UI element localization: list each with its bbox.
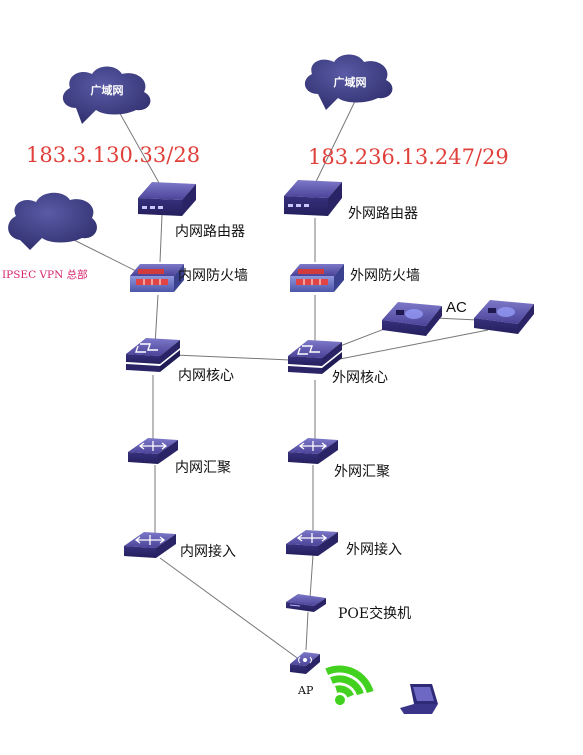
outer-aggregation-switch-icon[interactable] xyxy=(288,438,338,464)
connection-lines xyxy=(69,94,489,661)
inner-access-label: 内网接入 xyxy=(180,543,236,560)
outer-core-switch-icon[interactable] xyxy=(288,340,342,374)
wan-cloud-outer: 广域网 xyxy=(304,54,393,110)
wan-cloud-inner-label: 广域网 xyxy=(91,83,124,97)
wan-cloud-outer-label: 广域网 xyxy=(334,75,367,89)
outer-router-label: 外网路由器 xyxy=(348,206,418,222)
inner-router-icon[interactable] xyxy=(138,182,196,216)
outer-wan-ip: 183.236.13.247/29 xyxy=(308,145,509,169)
ac-controller-1-icon[interactable] xyxy=(382,302,442,336)
inner-router-label: 内网路由器 xyxy=(175,224,245,240)
inner-firewall-label: 内网防火墙 xyxy=(178,268,248,284)
inner-aggregation-switch-icon[interactable] xyxy=(128,438,178,464)
outer-aggregation-label: 外网汇聚 xyxy=(334,464,390,480)
inner-core-switch-icon[interactable] xyxy=(126,338,180,372)
outer-core-label: 外网核心 xyxy=(332,370,388,386)
ac-controller-2-icon[interactable] xyxy=(474,300,534,334)
inner-aggregation-label: 内网汇聚 xyxy=(175,460,231,476)
outer-firewall-icon[interactable] xyxy=(290,264,344,292)
ac-label: AC xyxy=(446,299,467,316)
ipsec-vpn-label: IPSEC VPN 总部 xyxy=(2,268,88,281)
ap-label: AP xyxy=(297,684,314,697)
outer-access-label: 外网接入 xyxy=(346,541,402,558)
poe-switch-icon[interactable] xyxy=(286,594,326,612)
access-point-icon[interactable] xyxy=(290,652,320,674)
inner-firewall-icon[interactable] xyxy=(130,264,184,292)
outer-router-icon[interactable] xyxy=(284,180,342,216)
inner-wan-ip: 183.3.130.33/28 xyxy=(26,143,200,167)
vpn-headquarters-cloud xyxy=(8,192,97,250)
wifi-signal-icon xyxy=(325,665,374,705)
inner-access-switch-icon[interactable] xyxy=(124,532,176,558)
inner-core-label: 内网核心 xyxy=(178,368,234,384)
outer-firewall-label: 外网防火墙 xyxy=(350,268,420,284)
laptop-icon xyxy=(400,684,438,714)
poe-switch-label: POE交换机 xyxy=(338,605,411,622)
outer-access-switch-icon[interactable] xyxy=(286,530,338,556)
wan-cloud-inner: 广域网 xyxy=(62,66,151,124)
